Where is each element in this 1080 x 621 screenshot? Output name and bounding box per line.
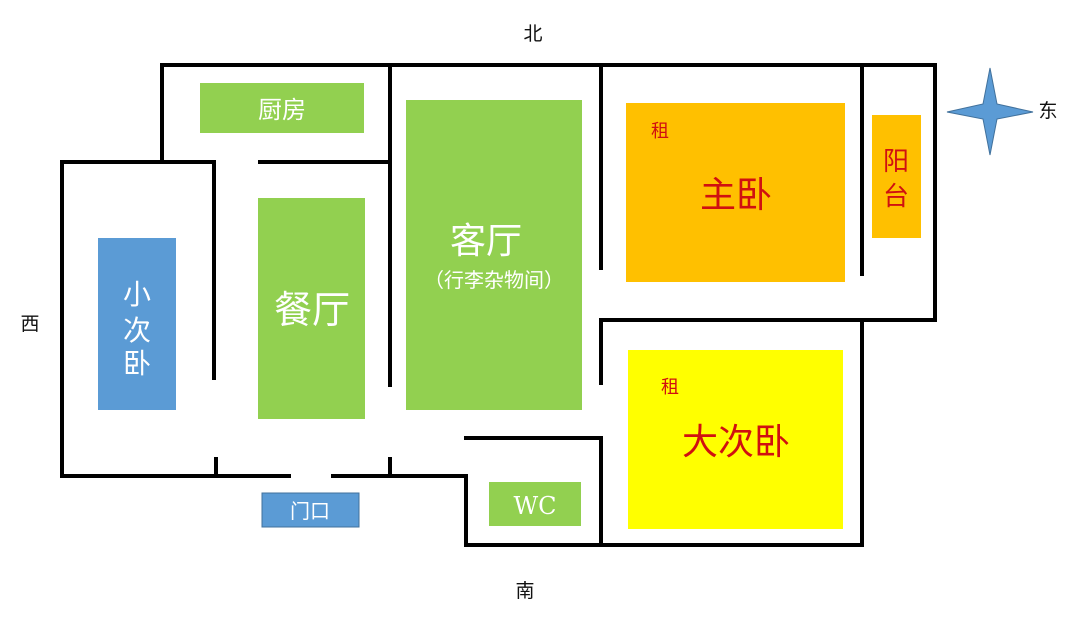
master-bedroom-label: 主卧 [700, 175, 772, 216]
big-bedroom-block [628, 350, 843, 529]
entrance-block [261, 492, 360, 528]
master-bedroom-block [626, 103, 845, 282]
balcony-label: 阳 [883, 147, 909, 177]
balcony-label: 台 [883, 182, 909, 212]
balcony-block [872, 115, 921, 238]
dining-label: 餐厅 [274, 288, 350, 332]
big-rent-tag: 租 [661, 377, 679, 398]
big-bedroom-label: 大次卧 [682, 422, 790, 463]
master-rent-tag: 租 [651, 121, 669, 142]
living-block [406, 100, 582, 410]
living-note-label: （行李杂物间） [424, 268, 564, 292]
small-bedroom-label: 次 [123, 314, 151, 347]
compass-star-icon [946, 67, 1034, 156]
south-label: 南 [515, 580, 534, 602]
west-label: 西 [20, 313, 39, 335]
small-bedroom-label: 小 [123, 278, 151, 311]
wc-label: WC [513, 492, 556, 520]
kitchen-label: 厨房 [258, 96, 306, 124]
entrance-label: 门口 [290, 499, 330, 523]
north-label: 北 [523, 23, 542, 45]
walls [60, 63, 937, 547]
east-label: 东 [1038, 100, 1057, 122]
dining-block [258, 198, 365, 419]
small-bedroom-label: 卧 [123, 347, 151, 380]
small-bedroom-block [98, 238, 176, 410]
wc-block [489, 482, 581, 526]
living-label: 客厅 [450, 221, 522, 262]
kitchen-block [200, 83, 364, 133]
